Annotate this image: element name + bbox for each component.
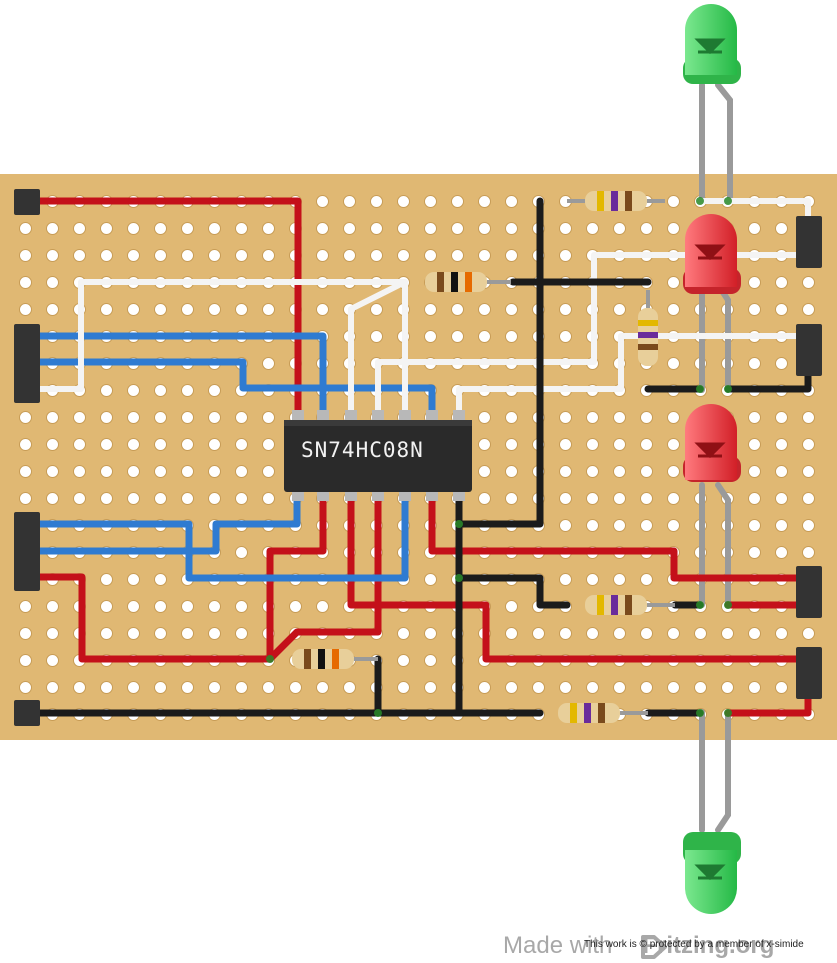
- ic-chip: [284, 410, 472, 501]
- connector-left-group2: [14, 512, 40, 591]
- resistor-ic-top: [425, 272, 511, 292]
- led-red-upper: [683, 214, 741, 294]
- resistor-bottom: [558, 703, 648, 723]
- led-green-bottom: [683, 832, 741, 914]
- connector-right: [796, 216, 822, 699]
- white-wires: [24, 198, 811, 418]
- connector-left-top: [14, 189, 40, 215]
- resistor-top: [567, 191, 665, 211]
- blue-wires: [23, 332, 436, 582]
- fritzing-logo-icon: [641, 935, 667, 959]
- resistor-middle: [585, 595, 675, 615]
- connector-left-bottom: [14, 700, 40, 726]
- resistor-vertical: [638, 290, 658, 366]
- led-red-lower: [683, 404, 741, 482]
- led-green-top: [683, 4, 741, 84]
- chip-label: SN74HC08N: [301, 438, 424, 462]
- copyright-notice: This work is © protected by a member of …: [584, 939, 804, 950]
- resistor-lower-left: [292, 649, 378, 669]
- made-with-text: Made with: [503, 932, 613, 959]
- connector-left-group1: [14, 324, 40, 403]
